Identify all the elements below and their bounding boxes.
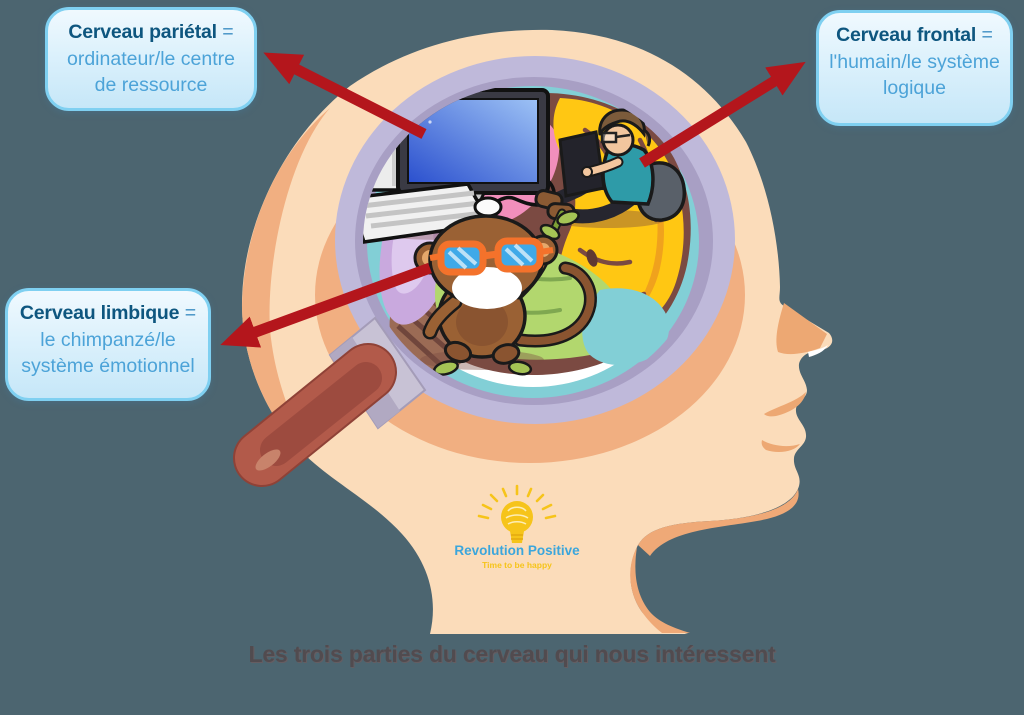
figure-caption: Les trois parties du cerveau qui nous in… [248, 641, 776, 667]
callout-frontal-title: Cerveau frontal [836, 24, 977, 46]
arrow-frontal [639, 61, 806, 168]
arrows [220, 52, 806, 348]
equals-sign: = [222, 21, 234, 43]
callout-limbic-body: le chimpanzé/le système émotionnel [21, 328, 195, 378]
magnifier-handle [233, 316, 427, 487]
logo-tagline: Time to be happy [482, 560, 552, 570]
callout-parietal-title: Cerveau pariétal [68, 21, 217, 43]
callout-frontal: Cerveau frontal = l'humain/le système lo… [816, 10, 1013, 126]
callout-limbic-title: Cerveau limbique [19, 302, 180, 324]
human-with-laptop-icon [534, 108, 687, 228]
arrow-limbic [220, 262, 432, 348]
lightbulb-brain-icon [477, 484, 557, 543]
sunglasses-icon [429, 237, 554, 276]
equals-sign: = [981, 24, 993, 46]
callout-parietal-body: ordinateur/le centre de ressource [66, 47, 236, 97]
arrow-parietal [263, 52, 427, 139]
callout-limbic: Cerveau limbique = le chimpanzé/le systè… [5, 288, 211, 401]
callout-parietal: Cerveau pariétal = ordinateur/le centre … [45, 7, 257, 111]
callout-frontal-body: l'humain/le système logique [829, 50, 1000, 100]
logo: Revolution Positive Time to be happy [454, 484, 580, 570]
equals-sign: = [184, 302, 197, 324]
logo-name: Revolution Positive [454, 543, 580, 558]
